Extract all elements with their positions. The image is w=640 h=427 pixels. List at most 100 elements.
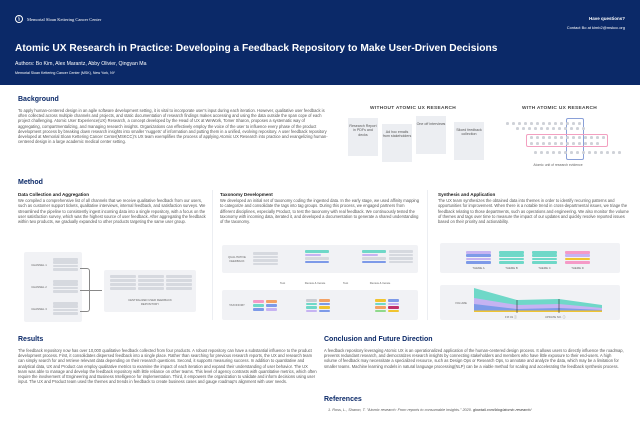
atom-dot — [548, 136, 551, 139]
theme-bar — [499, 254, 524, 257]
theme-bar — [466, 254, 491, 257]
tag — [306, 302, 317, 306]
atom-dot — [576, 127, 579, 130]
card-3: One off interviews — [416, 116, 446, 154]
atom-dot — [612, 151, 615, 154]
atom-dot — [582, 151, 585, 154]
channel-bar — [53, 286, 78, 290]
theme-label: THEME C — [538, 266, 551, 270]
repo-bar — [110, 287, 136, 290]
questions-label: Have questions? — [588, 16, 625, 21]
repo-bar — [166, 279, 192, 282]
atom-dot — [596, 136, 599, 139]
card-4: Siloed feedback collection — [454, 122, 484, 160]
atom-dot — [552, 151, 555, 154]
tag — [388, 309, 399, 313]
atom-dot — [566, 136, 569, 139]
atom-dot — [600, 151, 603, 154]
atom-dot — [584, 142, 587, 145]
theme-bar — [466, 251, 491, 254]
atom-dot — [596, 142, 599, 145]
results-text: The feedback repository now has over 10,… — [18, 348, 317, 385]
tag — [319, 302, 330, 306]
atom-dot — [548, 142, 551, 145]
tag — [375, 302, 386, 306]
atom-dot — [540, 127, 543, 130]
channel-bar — [53, 280, 78, 283]
atom-dot — [560, 136, 563, 139]
tagged-bar — [305, 260, 329, 264]
atom-dot — [594, 151, 597, 154]
atom-dot — [524, 122, 527, 125]
atom-dot — [558, 151, 561, 154]
tagged-bar — [362, 260, 386, 264]
area-yellow — [474, 310, 602, 312]
tagged-bar — [305, 257, 329, 260]
msk-logo-icon: § — [15, 15, 23, 23]
atom-dot — [570, 127, 573, 130]
tag — [253, 300, 264, 303]
contact-email[interactable]: Contact Bo at kimb2@mskcc.org — [566, 25, 625, 30]
atom-dot — [590, 136, 593, 139]
theme-bar — [532, 251, 557, 254]
tag — [266, 300, 277, 303]
atom-dot — [516, 127, 519, 130]
arrow — [80, 290, 102, 291]
tagged-bar — [362, 253, 378, 257]
channel-label: CHANNEL 1 — [31, 263, 47, 267]
atom-dot — [564, 151, 567, 154]
tag — [375, 309, 386, 313]
atom-dot — [618, 151, 621, 154]
volume-area-chart — [474, 288, 602, 313]
feedback-bar — [253, 262, 278, 266]
channel-bar — [53, 268, 78, 271]
col2-title: Taxonomy Development — [220, 192, 273, 197]
reference-link[interactable]: glowtail.com/blog/atomic-research/ — [473, 408, 532, 412]
atom-dot — [578, 142, 581, 145]
area-blue — [474, 304, 602, 312]
channel-bar — [53, 312, 78, 315]
tag — [306, 299, 317, 302]
atom-dot — [528, 127, 531, 130]
atom-dot — [542, 142, 545, 145]
atom-dot — [572, 122, 575, 125]
tag — [266, 304, 277, 307]
theme-bar — [532, 254, 557, 257]
poster-header: § Memorial Sloan Kettering Cancer Center … — [0, 0, 640, 85]
atom-dot — [560, 142, 563, 145]
qual-label: QUALITATIVE FEEDBACK — [228, 255, 246, 263]
tagged-bar — [389, 260, 413, 264]
tag — [388, 302, 399, 306]
tagged-bar — [305, 253, 321, 257]
theme-bar — [532, 257, 557, 261]
channel-bar — [53, 258, 78, 261]
method-heading: Method — [18, 179, 43, 186]
feedback-bar — [253, 255, 278, 259]
theme-bar — [499, 261, 524, 264]
channel-label: CHANNEL 3 — [31, 307, 47, 311]
channel-bar — [53, 283, 78, 286]
atom-dot — [560, 122, 563, 125]
atom-dot — [572, 136, 575, 139]
repo-bar — [138, 287, 164, 290]
with-caption: Atomic unit of research evidence — [533, 163, 583, 167]
tag — [253, 304, 264, 307]
repo-bar — [138, 279, 164, 282]
affiliation: Memorial Sloan Kettering Cancer Center (… — [15, 71, 116, 75]
repository-label: CENTRALIZED USER FEEDBACK REPOSITORY — [128, 298, 172, 306]
channel-bar — [53, 261, 78, 264]
atom-dot — [536, 142, 539, 145]
atom-dot — [546, 151, 549, 154]
tag — [375, 306, 386, 309]
col3-text: The UX team synthesizes the obtained dat… — [438, 198, 629, 225]
atom-dot — [530, 136, 533, 139]
theme-bar — [532, 261, 557, 264]
atom-dot — [566, 142, 569, 145]
marker-label: FIX #1 ⓘ — [505, 315, 517, 319]
horizontal-highlight — [526, 134, 608, 147]
org-name: Memorial Sloan Kettering Cancer Center — [27, 16, 102, 22]
repo-bar — [166, 283, 192, 286]
repo-bar — [166, 275, 192, 278]
channel-bar — [53, 308, 78, 312]
